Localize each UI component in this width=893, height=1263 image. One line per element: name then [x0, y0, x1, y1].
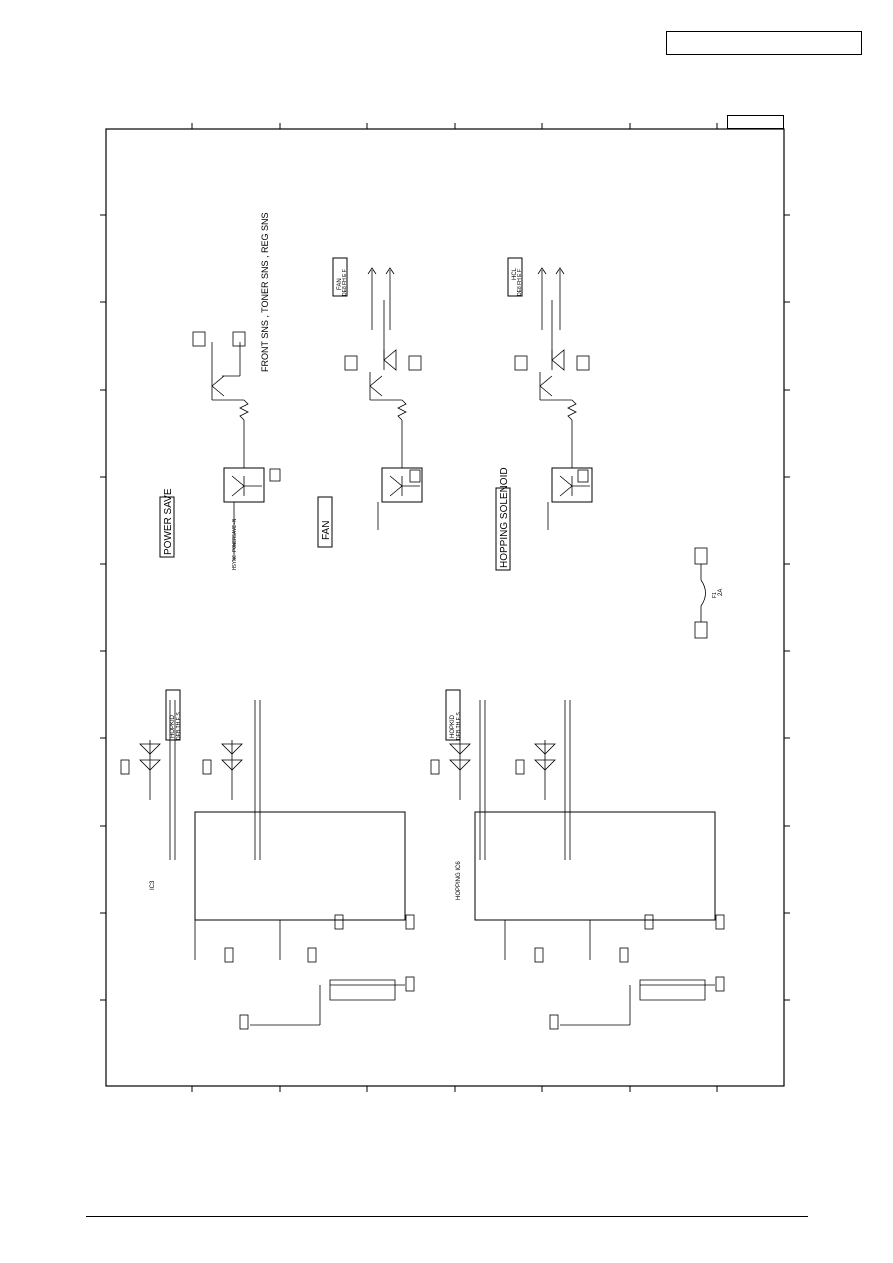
- motor-lower-block: HOPKID DEB TH E S HOPPING IC6: [430, 689, 725, 1030]
- header-box: [666, 31, 862, 55]
- hopping-solenoid-title: HOPPING SOLENOID: [499, 467, 510, 568]
- fuse-rating: 2A: [718, 589, 724, 596]
- hcl-connector-sub: DE8 FH E F: [517, 269, 523, 296]
- hopping-solenoid-block: HOPPING SOLENOID HCL DE8 FH E F: [495, 257, 593, 571]
- frame-ticks: [100, 123, 790, 1092]
- upper-driver-label: IC3: [150, 880, 156, 890]
- fan-block: FAN FAN DE8 FH E F: [317, 257, 423, 548]
- lower-connector-label: HOPKID: [450, 714, 456, 738]
- fuse-label: F1: [712, 592, 718, 598]
- footer-rule: [86, 1216, 808, 1217]
- upper-connector-label: HOPKID: [170, 714, 176, 738]
- power-save-note: FRONT SNS , TONER SNS , REG SNS: [260, 212, 270, 372]
- lower-driver-label: HOPPING IC6: [456, 861, 462, 900]
- upper-connector-sub: DEB TH E S: [176, 712, 182, 740]
- svg-text:HSYNC POWERSAVE-N: HSYNC POWERSAVE-N: [232, 519, 238, 570]
- fan-connector-label: FAN: [337, 278, 343, 290]
- motor-upper-block: HOPKID DEB TH E S IC3: [120, 689, 415, 1030]
- lower-connector-sub: DEB TH E S: [456, 712, 462, 740]
- power-save-title: POWER SAVE: [163, 488, 174, 555]
- fuse-block: F1 2A: [694, 547, 724, 639]
- fan-connector-sub: DE8 FH E F: [342, 269, 348, 296]
- hcl-connector-label: HCL: [512, 267, 518, 280]
- schematic-frame: [105, 128, 785, 1087]
- motor-driver-icon: [194, 811, 406, 921]
- power-save-block: POWER SAVE FRONT SNS , TONER SNS , REG S…: [159, 212, 281, 570]
- fan-title: FAN: [321, 521, 332, 540]
